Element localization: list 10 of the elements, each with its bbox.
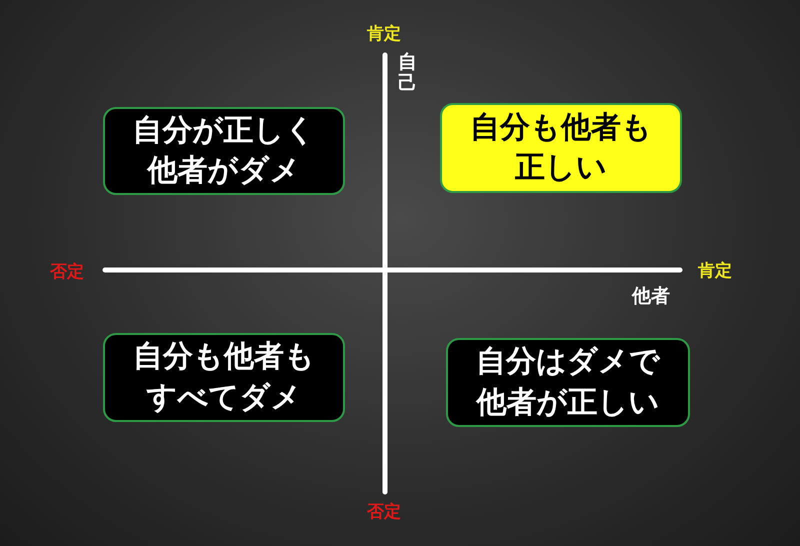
axis-end-label: 否定 <box>50 261 84 283</box>
axis-end-label: 肯定 <box>367 23 401 45</box>
quadrant-box: 自分も他者も正しい <box>440 103 682 193</box>
axis-title: 自己 <box>398 52 417 94</box>
quadrant-box: 自分も他者もすべてダメ <box>103 333 345 422</box>
quadrant-box: 自分が正しく他者がダメ <box>103 107 345 195</box>
axis-title: 他者 <box>632 284 670 309</box>
quadrant-box: 自分はダメで他者が正しい <box>446 338 690 427</box>
axis-end-label: 否定 <box>367 501 401 523</box>
axis-end-label: 肯定 <box>698 260 732 282</box>
